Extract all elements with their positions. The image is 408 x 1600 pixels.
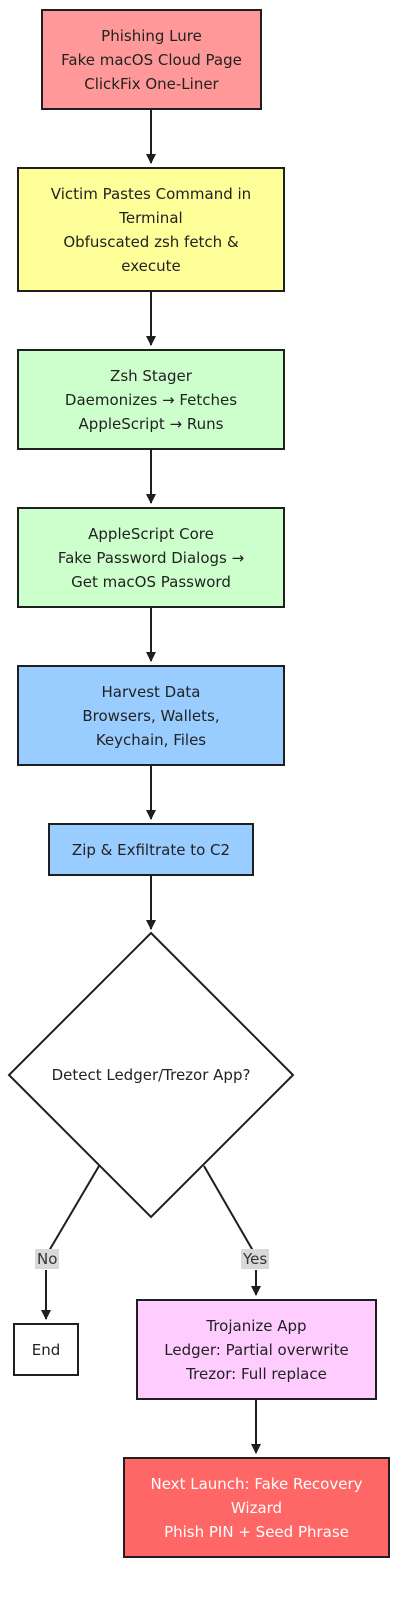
decision-diamond: [7, 931, 295, 1219]
edge-decision-yes-line: [203, 1165, 257, 1257]
node-text-line: Trezor: Full replace: [186, 1364, 327, 1383]
node-text-line: Daemonizes → Fetches: [64, 390, 238, 409]
node-text-line: Phishing Lure: [101, 26, 202, 45]
node-end-text: End: [32, 1338, 61, 1362]
node-text-line: Wizard: [230, 1498, 283, 1517]
node-text-line: Fake Password Dialogs →: [57, 548, 245, 567]
node-text-line: Harvest Data: [101, 682, 201, 701]
node-text-line: End: [31, 1340, 61, 1359]
node-text-line: AppleScript → Runs: [78, 414, 224, 433]
node-text-line: Terminal: [119, 208, 183, 227]
node-text-line: Victim Pastes Command in: [50, 184, 252, 203]
node-text-line: Keychain, Files: [95, 730, 207, 749]
node-text-line: Browsers, Wallets,: [82, 706, 220, 725]
node-text-line: ClickFix One-Liner: [84, 74, 219, 93]
node-text-line: AppleScript Core: [88, 524, 214, 543]
node-text-line: execute: [121, 256, 181, 275]
edge-label-yes: Yes: [241, 1249, 270, 1269]
node-text-line: Get macOS Password: [71, 572, 231, 591]
node-text-line: Zsh Stager: [110, 366, 192, 385]
edge-label-no: No: [35, 1249, 60, 1269]
node-text-line: Obfuscated zsh fetch &: [63, 232, 239, 251]
node-text-line: Phish PIN + Seed Phrase: [164, 1522, 349, 1541]
node-text-line: Ledger: Partial overwrite: [164, 1340, 349, 1359]
node-text-line: Fake macOS Cloud Page: [61, 50, 242, 69]
node-text-line: Next Launch: Fake Recovery: [150, 1474, 363, 1493]
node-zip-exfiltrate: Zip & Exfiltrate to C2: [48, 823, 254, 876]
node-text-line: Zip & Exfiltrate to C2: [71, 840, 231, 859]
decision-label: Detect Ledger/Trezor App?: [51, 1066, 251, 1084]
node-text-line: Trojanize App: [206, 1316, 307, 1335]
node-zip-exfiltrate-text: Zip & Exfiltrate to C2: [72, 838, 230, 862]
edge-decision-no-line: [45, 1165, 100, 1257]
node-end: End: [13, 1323, 79, 1376]
